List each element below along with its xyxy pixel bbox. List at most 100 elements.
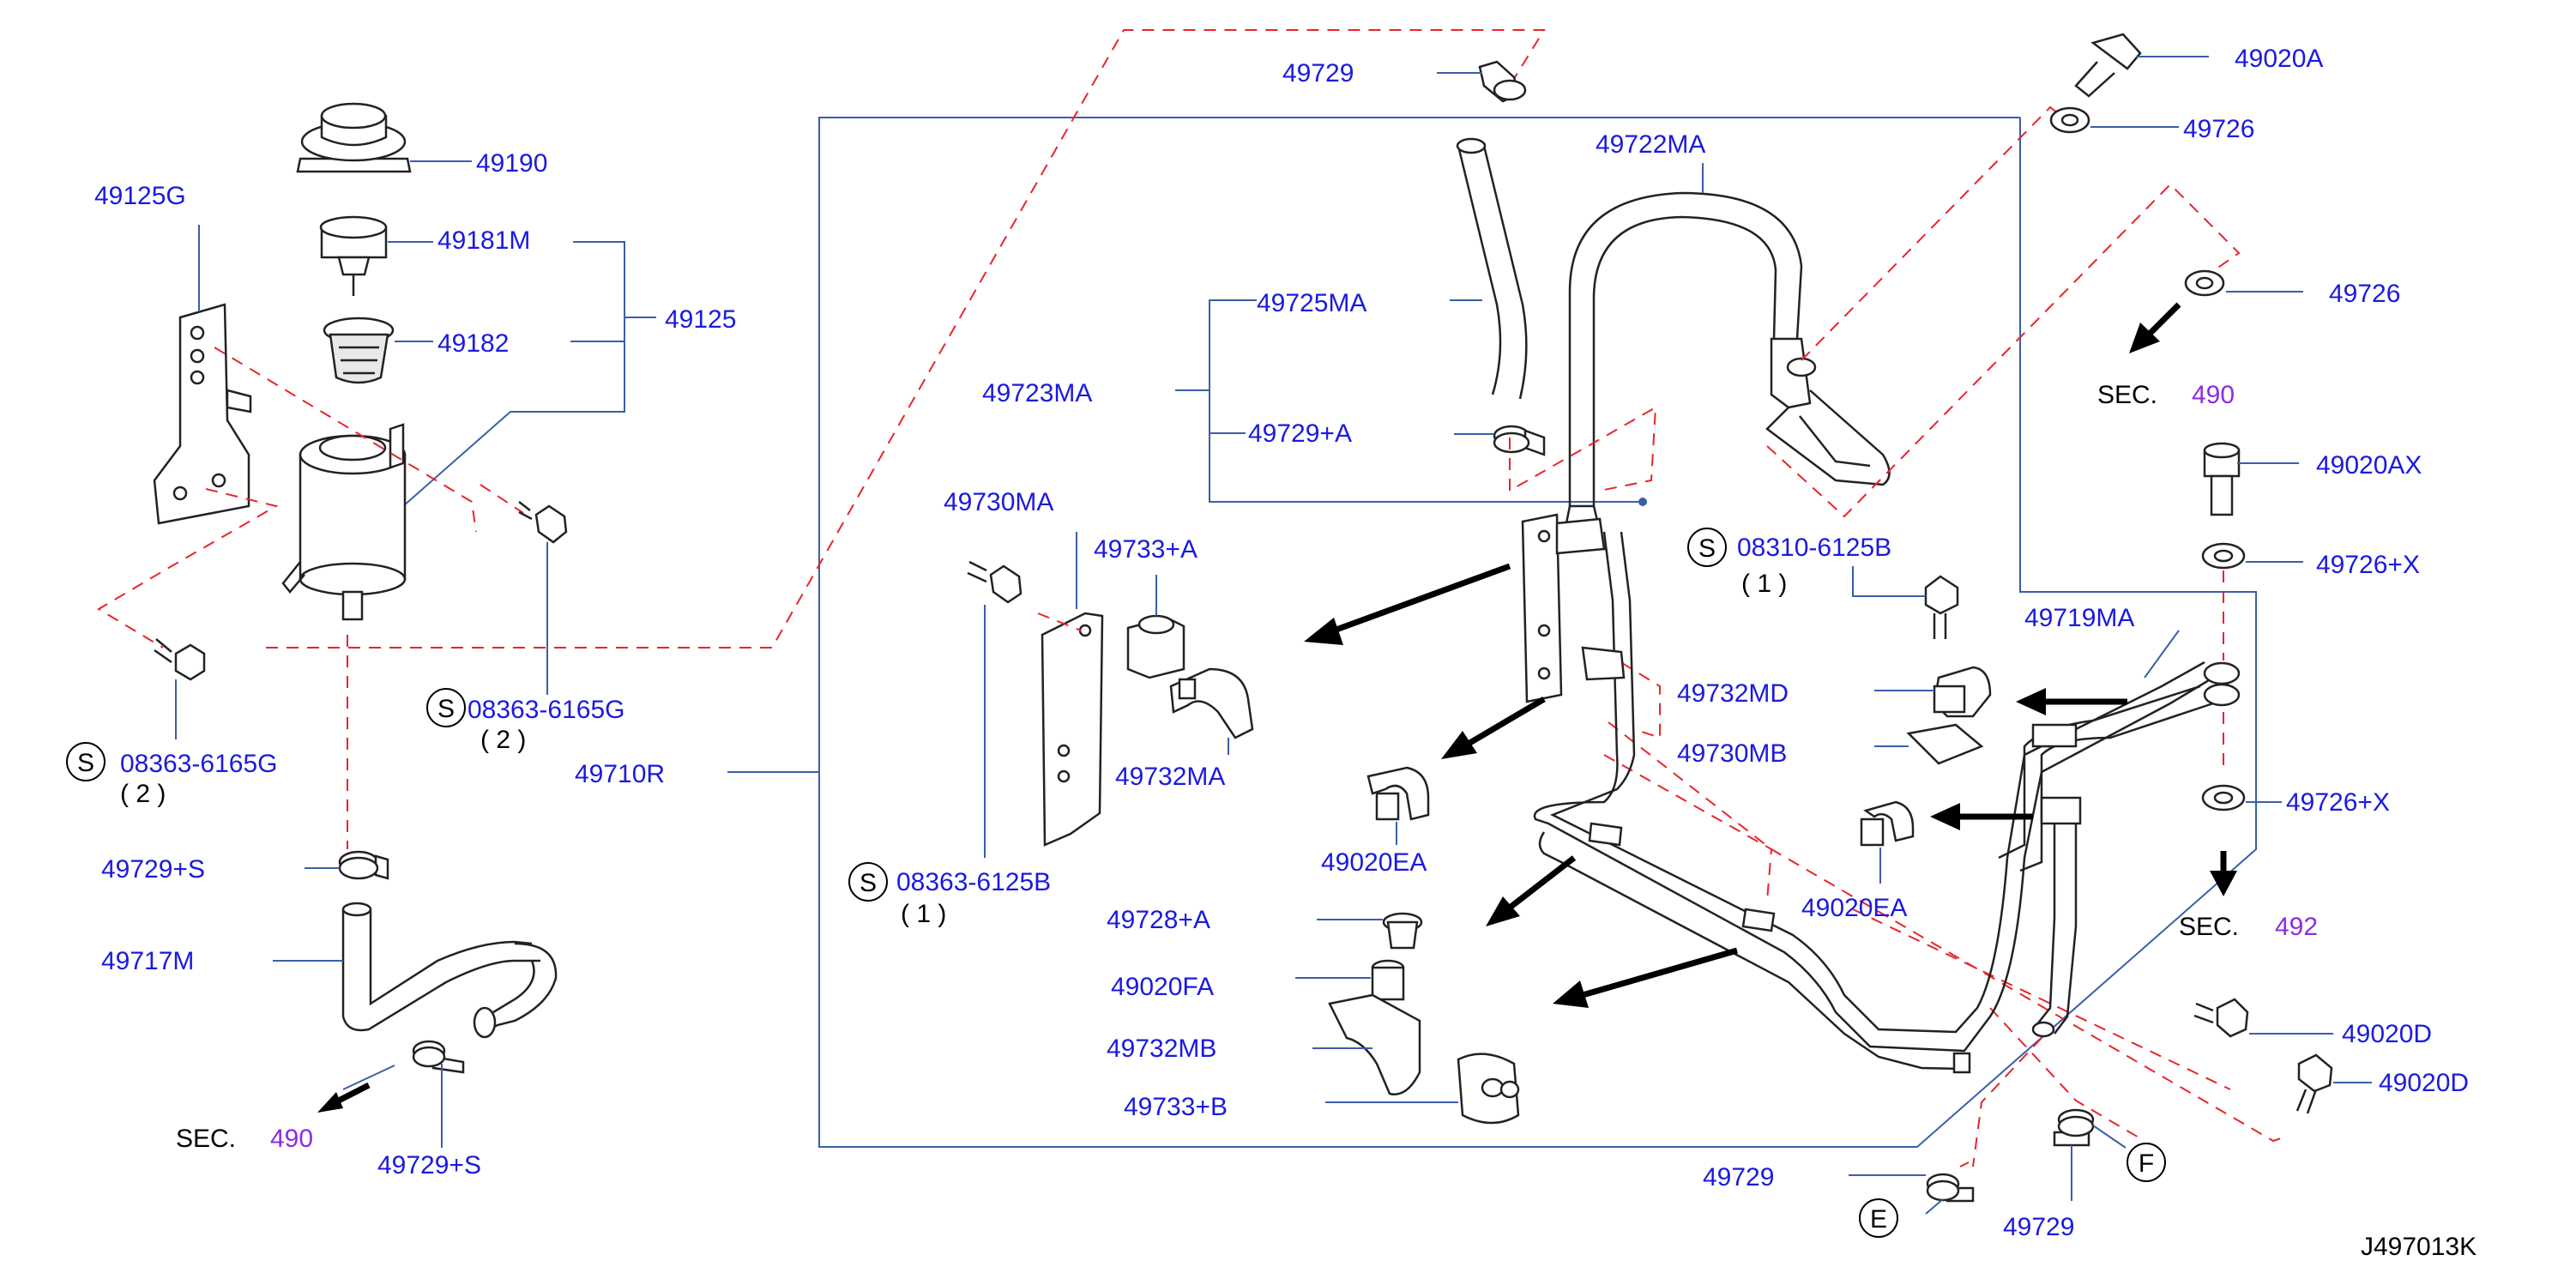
banjo-bolt-icon: [2074, 33, 2142, 98]
hose-clamp-icon: [1493, 425, 1546, 456]
washer-icon: [2201, 784, 2246, 811]
quantity-label: ( 1 ): [901, 900, 946, 928]
washer-icon: [2201, 542, 2246, 570]
arrow-left-icon: [1486, 855, 1577, 926]
insulator-icon: [1126, 614, 1185, 679]
hose-clamp-icon: [1926, 1173, 1975, 1203]
part-label: 49719MA: [2024, 604, 2134, 632]
insulator-icon: [1457, 1053, 1520, 1125]
washer-icon: [2184, 269, 2225, 297]
part-label: 49726+X: [2286, 788, 2390, 817]
steel-tube-assembly-icon: [1533, 531, 2241, 1074]
grommet-icon: [1382, 912, 1423, 950]
bolt-icon: [518, 501, 568, 544]
hose-clamp-icon: [2053, 1108, 2095, 1147]
part-label: 49723MA: [982, 379, 1092, 407]
hose-clamp-icon: [1478, 60, 1527, 103]
arrow-left-icon: [1553, 947, 1738, 1008]
sec-reference-number: 492: [2275, 913, 2318, 941]
bolt-icon: [2193, 998, 2249, 1038]
bolt-icon: [154, 638, 206, 681]
svg-text:S: S: [860, 869, 877, 897]
part-label: 49729: [1282, 59, 1354, 87]
part-label: 49729+A: [1248, 419, 1352, 448]
tube-bracket-icon: [1041, 612, 1104, 847]
part-label: 49020EA: [1321, 848, 1427, 877]
symbol-s-circle: S: [66, 742, 106, 781]
part-label: 49181M: [437, 226, 530, 255]
quantity-label: ( 2 ): [480, 726, 526, 754]
bolt-icon: [1924, 575, 1959, 639]
part-label: 49020A: [2235, 45, 2323, 73]
symbol-s-circle: S: [426, 688, 466, 727]
sec-reference: SEC.: [176, 1125, 236, 1153]
tube-bracket-icon: [1521, 513, 1606, 703]
tube-clamp-icon: [1860, 800, 1915, 847]
part-label: 49726+X: [2316, 551, 2420, 579]
quantity-label: ( 2 ): [120, 780, 166, 808]
part-label: 49020D: [2342, 1020, 2432, 1048]
part-label: 49729: [1703, 1163, 1774, 1192]
part-label: 49020EA: [1801, 894, 1907, 922]
arrow-left-icon: [1930, 803, 2033, 830]
part-label: 49182: [437, 329, 509, 358]
part-label: 49020D: [2379, 1069, 2469, 1097]
filler-cap-icon: [319, 215, 388, 296]
part-label: 49733+A: [1094, 535, 1198, 564]
washer-icon: [2049, 106, 2090, 134]
part-label: 08310-6125B: [1737, 534, 1891, 562]
part-label: 49710R: [575, 760, 665, 788]
part-label: 49732MB: [1107, 1035, 1216, 1063]
part-label: 49125G: [94, 182, 186, 210]
symbol-s-circle: S: [1687, 528, 1727, 567]
reservoir-tank-icon: [281, 423, 407, 621]
suction-hose-icon: [1456, 137, 1528, 400]
arrow-left-icon: [1304, 563, 1511, 645]
pressure-hose-icon: [1559, 191, 1891, 551]
part-label: 49020AX: [2316, 451, 2422, 480]
part-label: 49730MA: [944, 488, 1053, 516]
reservoir-cap-icon: [296, 102, 412, 173]
part-label: 49732MA: [1115, 763, 1225, 791]
svg-text:S: S: [1698, 534, 1716, 563]
part-label: 49730MB: [1677, 739, 1787, 768]
symbol-e-circle: E: [1859, 1198, 1898, 1238]
part-label: 49190: [476, 149, 547, 178]
sec-reference-number: 490: [2192, 381, 2235, 409]
return-hose-icon: [341, 902, 558, 1039]
part-label: 49726: [2183, 115, 2254, 143]
arrow-left-icon: [2016, 688, 2127, 715]
symbol-f-circle: F: [2127, 1143, 2166, 1182]
svg-text:F: F: [2139, 1149, 2154, 1178]
part-label: 49729+S: [101, 855, 205, 884]
part-label: 49732MD: [1677, 679, 1789, 708]
bolt-icon: [2295, 1053, 2333, 1114]
symbol-s-circle: S: [848, 862, 888, 902]
part-label: 49729+S: [377, 1151, 481, 1179]
strainer-icon: [323, 317, 395, 384]
tube-clamp-icon: [1933, 666, 1992, 718]
arrow-down-icon: [2210, 851, 2237, 896]
part-label: 08363-6165G: [120, 750, 278, 778]
bracket-plate-icon: [1906, 723, 1984, 765]
part-label: 08363-6125B: [896, 868, 1051, 896]
part-label: 49725MA: [1257, 289, 1366, 317]
quantity-label: ( 1 ): [1741, 570, 1787, 598]
part-label: 49733+B: [1124, 1093, 1228, 1121]
part-label: 49726: [2329, 280, 2400, 308]
part-label: 49722MA: [1596, 130, 1705, 159]
svg-text:E: E: [1870, 1205, 1887, 1234]
svg-text:S: S: [77, 749, 94, 777]
insulator-icon: [1371, 959, 1405, 1001]
part-label: 49729: [2003, 1213, 2074, 1241]
sec-reference: SEC.: [2179, 913, 2239, 941]
part-label: 08363-6165G: [468, 696, 625, 724]
tube-clamp-icon: [1366, 766, 1430, 821]
part-label: 49020FA: [1111, 973, 1214, 1001]
part-label: 49125: [665, 305, 736, 334]
group-box-49710R: [818, 117, 2257, 1148]
reservoir-bracket-icon: [153, 303, 252, 525]
part-label: 49717M: [101, 947, 194, 975]
arrow-down-left-icon: [2129, 302, 2181, 353]
